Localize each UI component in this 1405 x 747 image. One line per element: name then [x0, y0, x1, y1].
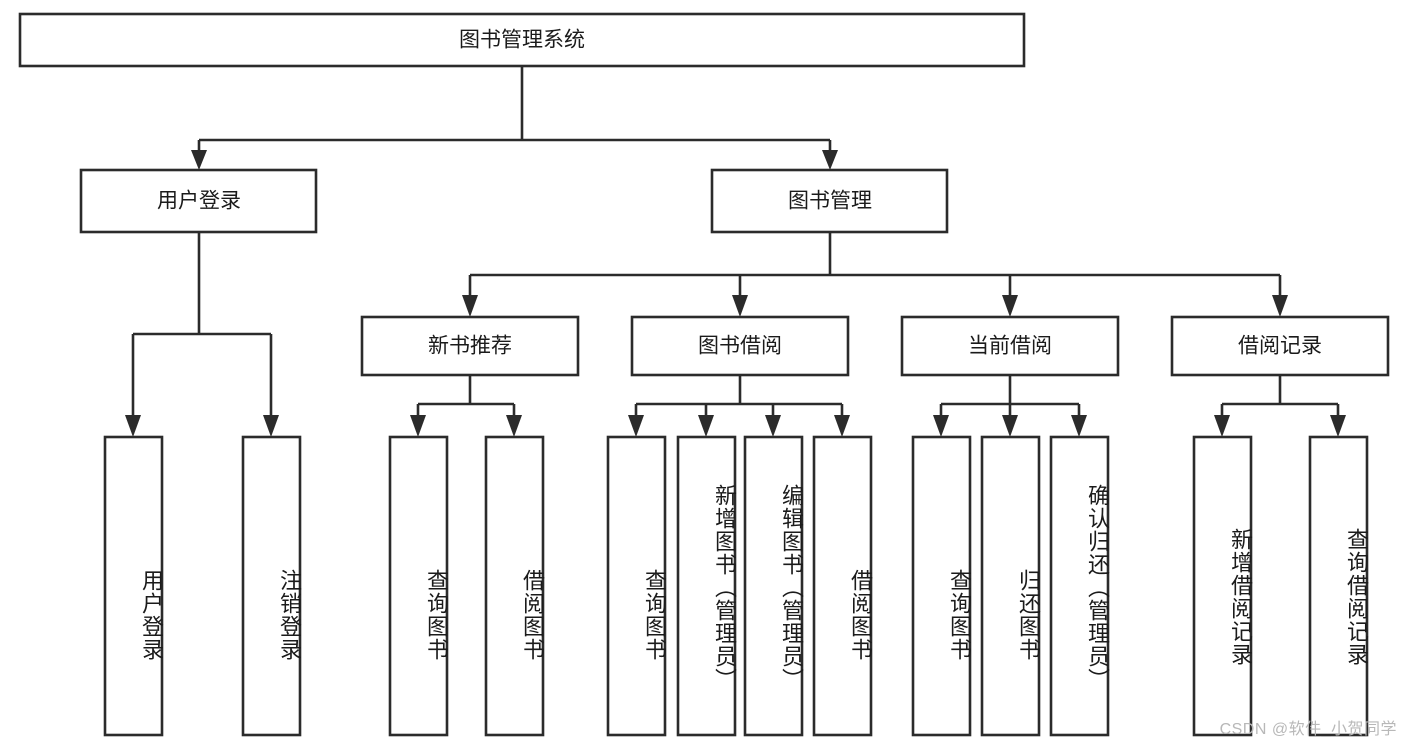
arrowhead-record [1272, 295, 1288, 317]
leaf-box-current-1[interactable] [980, 435, 1041, 737]
label-book-management: 图书管理 [788, 190, 872, 213]
connectors-group [125, 66, 1346, 437]
leaf-box-record-1[interactable] [1308, 435, 1369, 737]
arrowhead-login-leaf2 [263, 415, 279, 437]
leaf-box-newbook-1[interactable] [484, 435, 545, 737]
arrowhead-current [1002, 295, 1018, 317]
leaf-box-current-0[interactable] [911, 435, 972, 737]
nodes-group [18, 12, 1390, 737]
arrowhead-newbook-l2 [506, 415, 522, 437]
label-current-borrow: 当前借阅 [968, 335, 1052, 358]
arrowhead-borrow [732, 295, 748, 317]
leaf-box-borrow-3[interactable] [812, 435, 873, 737]
arrowhead-borrow-l2 [698, 415, 714, 437]
arrowhead-borrow-l4 [834, 415, 850, 437]
arrowhead-borrow-l1 [628, 415, 644, 437]
arrowhead-borrow-l3 [765, 415, 781, 437]
arrowhead-bookmgmt [822, 150, 838, 170]
label-new-book-recommend: 新书推荐 [428, 335, 512, 358]
label-user-login: 用户登录 [157, 190, 241, 213]
node-box-root[interactable] [18, 12, 1026, 68]
arrowhead-newbook-l1 [410, 415, 426, 437]
node-box-borrow-record[interactable] [1170, 315, 1390, 377]
arrowhead-login-leaf1 [125, 415, 141, 437]
arrowhead-record-l1 [1214, 415, 1230, 437]
node-box-current-borrow[interactable] [900, 315, 1120, 377]
leaf-box-borrow-2[interactable] [743, 435, 804, 737]
node-box-book-management[interactable] [710, 168, 949, 234]
node-box-new-book-recommend[interactable] [360, 315, 580, 377]
node-labels-group: 图书管理系统 用户登录 图书管理 新书推荐 图书借阅 当前借阅 借阅记录 [157, 29, 1322, 358]
node-box-user-login[interactable] [79, 168, 318, 234]
arrowhead-newbook [462, 295, 478, 317]
label-book-borrow: 图书借阅 [698, 335, 782, 358]
leaf-box-record-0[interactable] [1192, 435, 1253, 737]
label-borrow-record: 借阅记录 [1238, 335, 1322, 358]
csdn-watermark: CSDN @软件_小贺同学 [1219, 721, 1397, 738]
leaf-box-borrow-0[interactable] [606, 435, 667, 737]
arrowhead-current-l3 [1071, 415, 1087, 437]
arrowhead-current-l2 [1002, 415, 1018, 437]
node-box-book-borrow[interactable] [630, 315, 850, 377]
arrowhead-login [191, 150, 207, 170]
leaf-box-login-1[interactable] [241, 435, 302, 737]
leaf-box-newbook-0[interactable] [388, 435, 449, 737]
label-root: 图书管理系统 [459, 29, 585, 52]
leaf-box-login-0[interactable] [103, 435, 164, 737]
arrowhead-record-l2 [1330, 415, 1346, 437]
leaf-box-borrow-1[interactable] [676, 435, 737, 737]
leaf-box-current-2[interactable] [1049, 435, 1110, 737]
arrowhead-current-l1 [933, 415, 949, 437]
